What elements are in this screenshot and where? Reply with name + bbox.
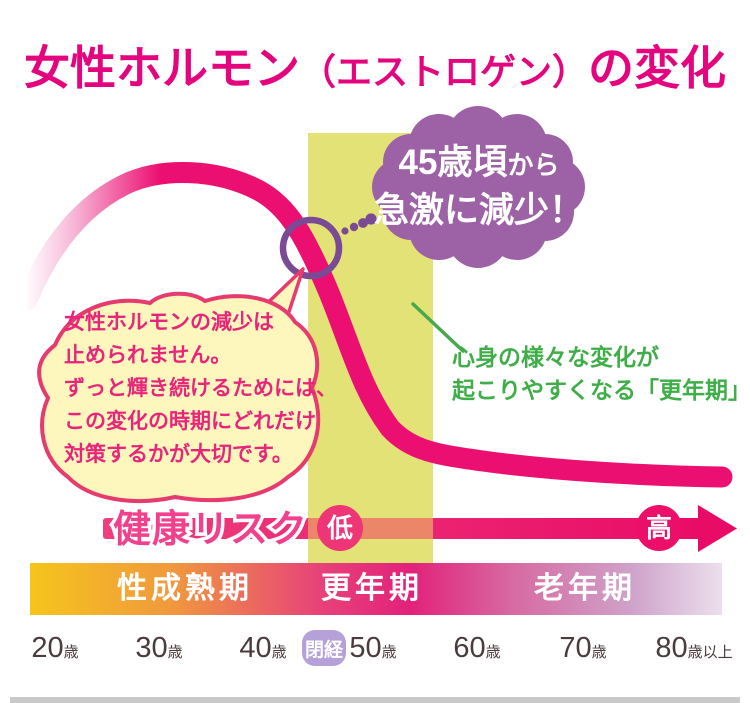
pink-bubble-line: 止められません。 [64, 344, 232, 367]
pink-bubble-body [37, 291, 321, 503]
life-period-band [30, 563, 722, 615]
age-tick-suffix: 歳 [167, 644, 183, 661]
age-tick-num: 50 [349, 632, 382, 664]
purple-callout-line1: 45歳頃から [368, 140, 590, 188]
age-tick-60: 60歳 [412, 633, 542, 668]
age-tick-num: 80 [655, 632, 688, 664]
pink-bubble-line: 女性ホルモンの減少は [64, 311, 274, 334]
dotted-connector [333, 213, 377, 238]
purple-callout-line1-small: から [507, 150, 560, 180]
age-tick-suffix: 歳 [63, 644, 79, 661]
age-tick-50: 50歳 [308, 633, 438, 668]
risk-arrow-head [698, 505, 737, 552]
age-tick-40: 40歳 [198, 633, 328, 668]
age-tick-suffix: 歳 [381, 644, 397, 661]
age-tick-20: 20歳 [0, 633, 120, 668]
age-tick-num: 60 [453, 632, 486, 664]
bottom-divider [10, 697, 740, 703]
age-tick-30: 30歳 [94, 633, 224, 668]
menopause-badge: 閉経 [302, 630, 346, 666]
age-tick-num: 70 [559, 632, 592, 664]
age-tick-80plus: 80歳以上 [629, 633, 750, 668]
age-tick-70: 70歳 [518, 633, 648, 668]
green-pointer-line [411, 302, 465, 353]
menopause-annotation-line1: 心身の様々な変化が [452, 344, 659, 370]
purple-callout-line1-large: 45歳頃 [398, 143, 508, 182]
pink-bubble-line: この変化の時期にどれだけ [64, 410, 316, 433]
pink-bubble-text: 女性ホルモンの減少は 止められません。 ずっと輝き続けるためには、 この変化の時… [64, 306, 337, 471]
risk-high-circle [636, 505, 682, 551]
risk-low-circle [317, 505, 363, 551]
pink-bubble-line: ずっと輝き続けるためには、 [64, 377, 337, 400]
title-paren: （エストロゲン） [299, 51, 588, 92]
purple-callout-text: 45歳頃から 急激に減少！ [368, 140, 590, 234]
estrogen-curve [16, 162, 733, 488]
risk-low-label: 低 [326, 513, 353, 543]
menopause-annotation-line2: 起こりやすくなる「更年期」 [452, 377, 750, 403]
age-tick-num: 30 [135, 632, 168, 664]
period-label-senior: 老年期 [534, 572, 636, 605]
age-tick-suffix: 歳 [271, 644, 287, 661]
age-tick-suffix: 歳 [485, 644, 501, 661]
period-label-maturity: 性成熟期 [117, 572, 253, 605]
period-label-menopause: 更年期 [321, 572, 423, 605]
age-tick-suffix: 歳以上 [687, 644, 733, 661]
purple-callout-line2: 急激に減少！ [373, 191, 584, 230]
risk-high-label: 高 [646, 513, 672, 543]
age-tick-num: 40 [239, 632, 272, 664]
title-suffix: の変化 [588, 42, 726, 94]
purple-cloud-callout [372, 106, 585, 268]
drop-point-circle [279, 216, 343, 280]
age-tick-num: 20 [31, 632, 64, 664]
page-title: 女性ホルモン（エストロゲン）の変化 [0, 42, 750, 99]
pink-bubble-line: 対策するかが大切です。 [64, 443, 293, 466]
title-main: 女性ホルモン [23, 42, 300, 94]
age-tick-suffix: 歳 [591, 644, 607, 661]
menopause-annotation: 心身の様々な変化が 起こりやすくなる「更年期」 [452, 341, 750, 407]
risk-axis-label: 健康リスク [113, 508, 308, 551]
